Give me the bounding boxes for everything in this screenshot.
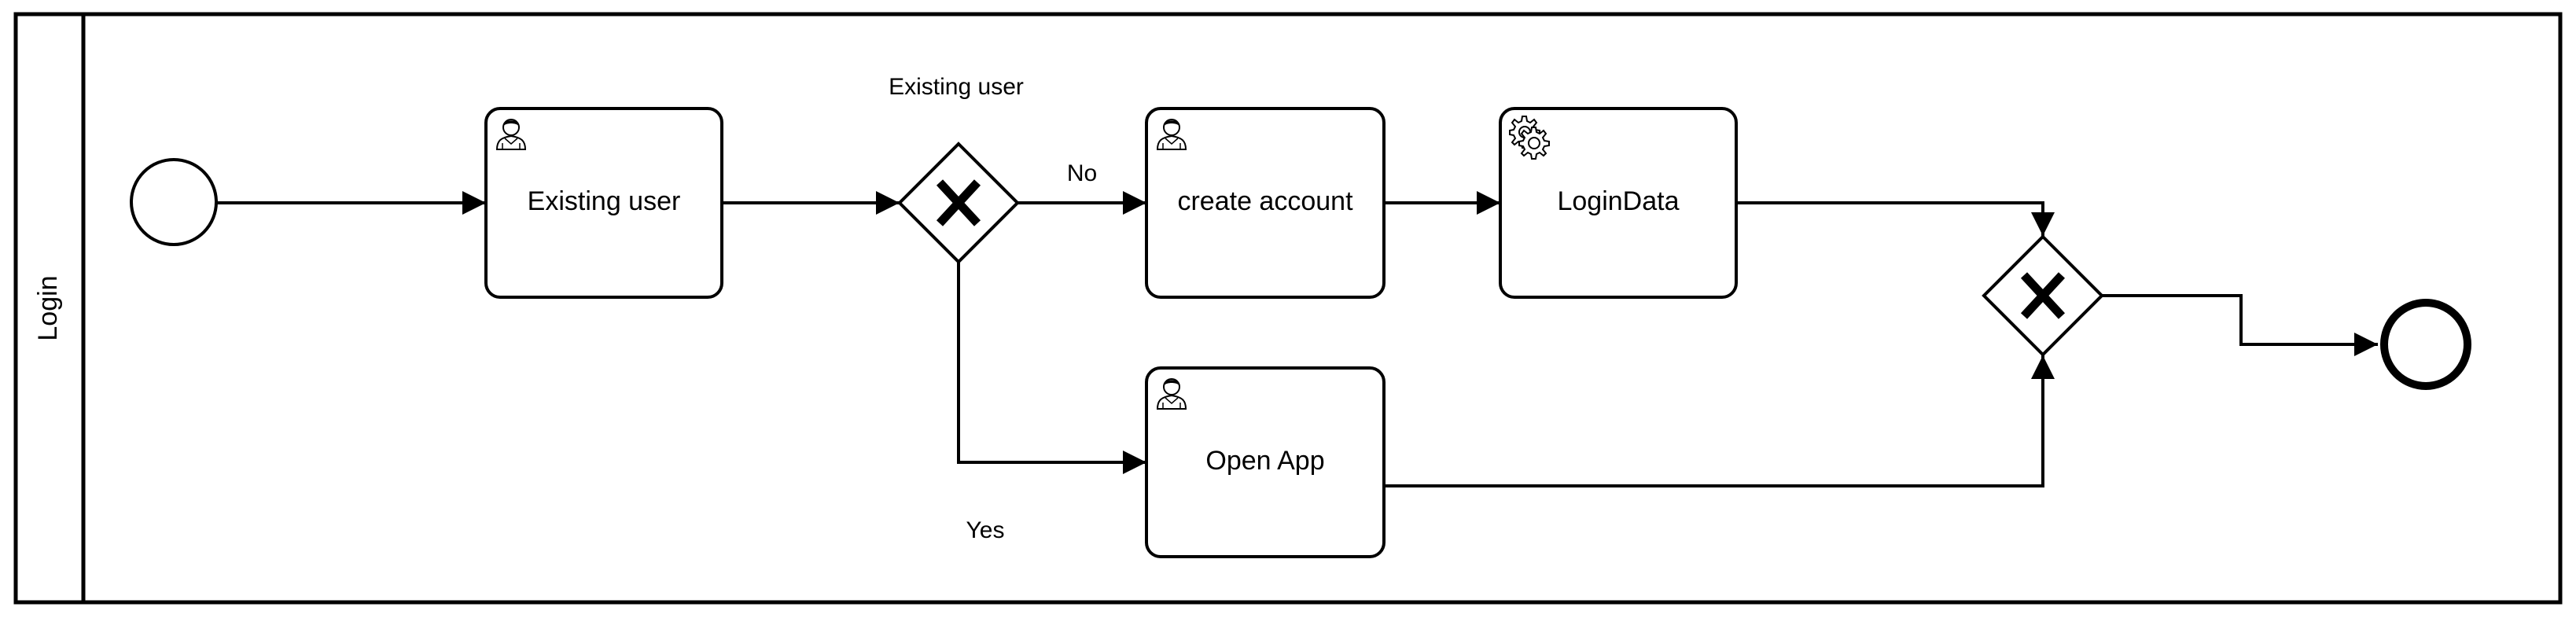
gateway-x-icon (936, 179, 981, 226)
task-existing-user-label: Existing user (528, 186, 681, 216)
task-existing-user-box[interactable] (484, 107, 723, 299)
task-create-account-label: create account (1177, 186, 1353, 216)
gateway-x-icon (2020, 272, 2066, 319)
start-event[interactable] (130, 158, 218, 246)
task-open-app-box[interactable] (1145, 366, 1386, 558)
task-create-account[interactable]: create account (1145, 107, 1386, 299)
flow-label-no: No (1067, 160, 1097, 186)
task-create-account-box[interactable] (1145, 107, 1386, 299)
flow-merge-to-end (2102, 294, 2378, 356)
flow-label-yes: Yes (966, 517, 1005, 543)
task-open-app-label: Open App (1205, 446, 1324, 476)
gateway-existing-user-label: Existing user (889, 74, 1024, 100)
flow-open-app-to-merge (1384, 355, 2055, 487)
sequence-flows (217, 191, 2378, 487)
task-existing-user[interactable]: Existing user (484, 107, 723, 299)
flow-logindata-to-merge (1736, 201, 2055, 236)
gateway-merge[interactable] (1982, 234, 2104, 357)
task-open-app[interactable]: Open App (1145, 366, 1386, 558)
task-logindata-box[interactable] (1499, 107, 1738, 299)
task-logindata[interactable]: LoginData (1499, 107, 1738, 299)
end-event[interactable] (2380, 299, 2471, 390)
flow-gateway-yes-to-open-app (957, 261, 1146, 474)
gateway-existing-user[interactable]: Existing user (889, 74, 1024, 264)
task-logindata-label: LoginData (1557, 186, 1679, 216)
pool-label: Login (33, 275, 63, 340)
